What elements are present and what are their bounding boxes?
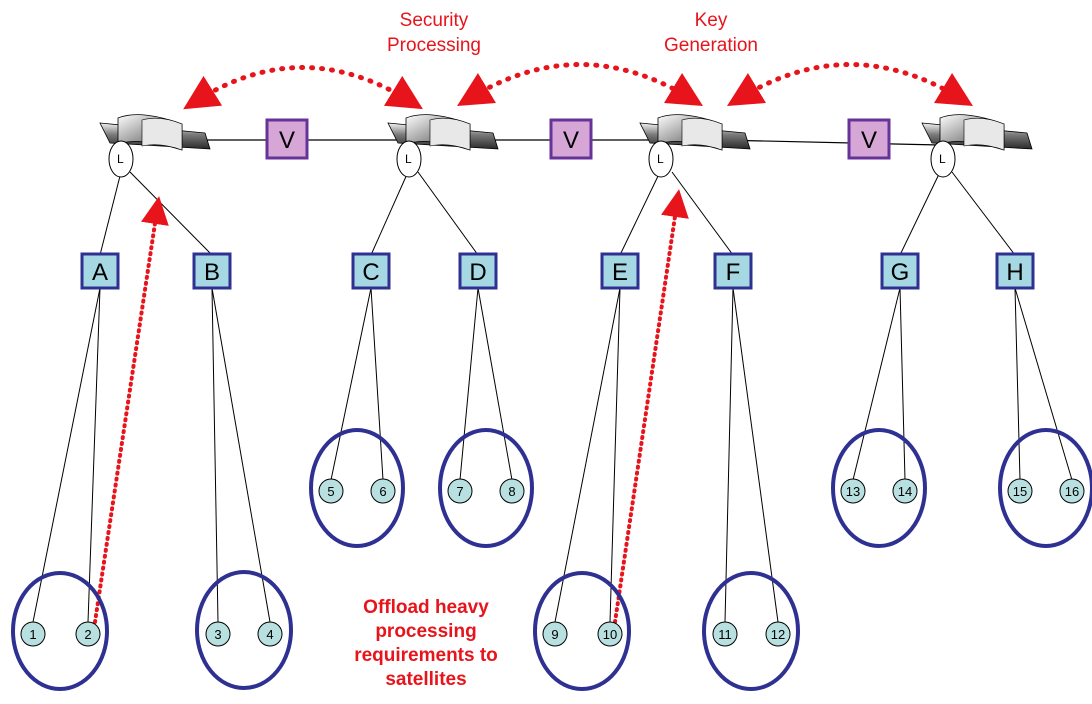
satellite-3-label: L [657,152,664,166]
v-nodes: V V V [265,118,891,160]
group-e: E [600,252,640,290]
satellites: L L L L [99,114,1033,178]
offload-arrows [93,189,689,624]
backbone-link-3 [719,139,941,146]
offload-label-line1: Offload heavy [363,597,489,618]
offload-arrow-right [613,189,689,624]
svg-text:11: 11 [718,627,732,642]
cluster-1-2 [11,571,109,691]
satellite-1: L [99,114,211,178]
cluster-3-4 [195,570,293,690]
group-member-links [32,287,1073,623]
cluster-13-14 [831,428,927,548]
v-node-2: V [549,118,593,160]
svg-text:13: 13 [846,484,860,499]
svg-text:6: 6 [379,484,386,499]
group-h: H [995,252,1035,290]
group-a-label: A [92,259,108,286]
member-8: 8 [499,478,525,504]
member-5: 5 [318,478,344,504]
v-node-1: V [265,118,309,160]
v-node-3: V [847,118,891,160]
satellite-4-label: L [939,152,946,166]
svg-text:1: 1 [29,627,36,642]
cluster-5-6 [309,428,405,548]
member-1: 1 [20,621,46,647]
offload-arrow-left [93,196,169,624]
v-node-3-label: V [861,127,877,154]
group-d-label: D [469,259,486,286]
inter-satellite-arcs [183,62,973,110]
v-node-2-label: V [563,127,579,154]
offload-label-line3: requirements to [354,645,498,666]
offload-label-line4: satellites [385,669,466,690]
svg-text:14: 14 [898,484,912,499]
satellite-group-links [99,171,1016,256]
annotations: Security Processing Key Generation Offlo… [354,10,758,690]
cluster-15-16 [998,428,1092,548]
group-f: F [713,252,753,290]
member-7: 7 [447,478,473,504]
svg-text:7: 7 [456,484,463,499]
group-boxes: A B C D E F G H [80,252,1035,290]
member-13: 13 [840,478,866,504]
member-6: 6 [370,478,396,504]
group-e-label: E [612,259,628,286]
group-b: B [192,252,232,290]
cluster-7-8 [438,428,534,548]
security-label-line1: Security [400,10,469,31]
member-nodes: 1 2 3 4 5 6 7 8 9 10 11 12 13 14 15 16 [20,478,1085,647]
member-16: 16 [1059,478,1085,504]
svg-text:12: 12 [771,627,785,642]
svg-text:16: 16 [1065,484,1079,499]
keygen-label-line1: Key [695,10,728,31]
group-g: G [880,252,920,290]
group-a: A [80,252,120,290]
group-d: D [458,252,498,290]
group-b-label: B [204,259,220,286]
member-14: 14 [892,478,918,504]
security-arc-1 [183,65,423,110]
svg-text:9: 9 [551,627,558,642]
member-4: 4 [257,621,283,647]
member-2: 2 [75,621,101,647]
security-label-line2: Processing [387,35,481,56]
member-10: 10 [597,621,623,647]
svg-text:10: 10 [603,627,617,642]
satellite-2-label: L [405,152,412,166]
group-f-label: F [726,259,741,286]
group-c-label: C [362,259,379,286]
svg-text:15: 15 [1013,484,1027,499]
member-3: 3 [205,621,231,647]
v-node-1-label: V [279,127,295,154]
satellite-4: L [921,114,1033,178]
satellite-1-label: L [117,152,124,166]
group-h-label: H [1006,259,1023,286]
member-12: 12 [765,621,791,647]
member-9: 9 [542,621,568,647]
member-15: 15 [1007,478,1033,504]
offload-label-line2: processing [375,621,476,642]
svg-text:5: 5 [327,484,334,499]
svg-text:3: 3 [214,627,221,642]
cluster-9-10 [533,571,631,691]
keygen-label-line2: Generation [664,35,758,56]
satellite-3: L [639,114,751,178]
member-11: 11 [712,621,738,647]
cluster-11-12 [702,571,800,691]
group-c: C [351,252,391,290]
svg-text:4: 4 [266,627,273,642]
svg-text:8: 8 [508,484,515,499]
keygen-arc [727,62,973,107]
svg-text:2: 2 [84,627,91,642]
satellite-2: L [387,114,499,178]
group-g-label: G [891,259,910,286]
member-clusters [11,428,1092,691]
security-arc-2 [457,62,703,107]
